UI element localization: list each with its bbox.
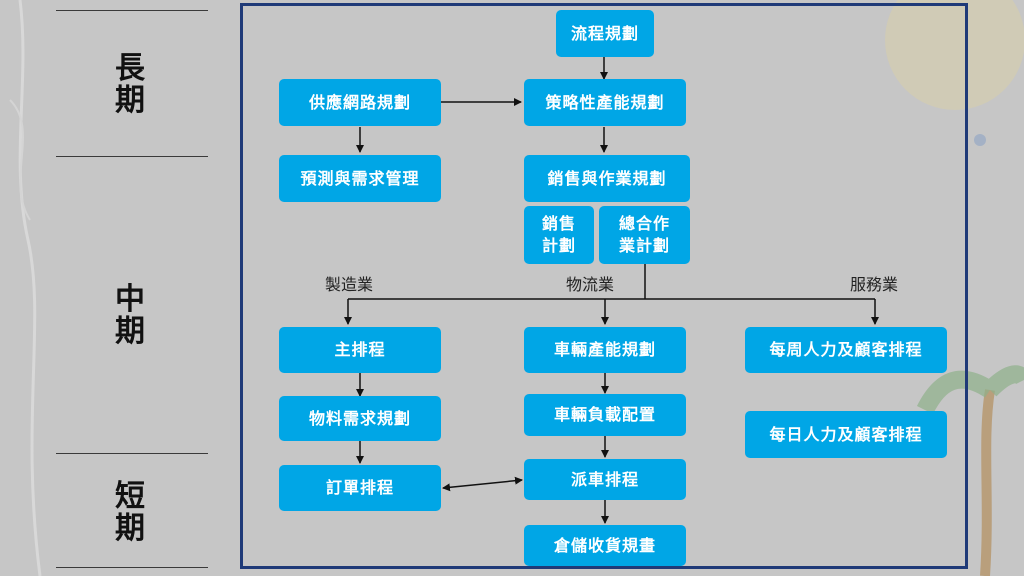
box-weekly-staff-customer-scheduling: 每周人力及顧客排程 — [745, 327, 947, 373]
palm-trunk-decoration — [980, 389, 995, 576]
box-forecast-demand-management: 預測與需求管理 — [279, 155, 441, 202]
box-sales-plan: 銷售 計劃 — [524, 206, 594, 264]
category-manufacturing: 製造業 — [325, 275, 374, 294]
box-sales-operations-planning: 銷售與作業規劃 — [524, 155, 690, 202]
box-daily-staff-customer-scheduling: 每日人力及顧客排程 — [745, 411, 947, 458]
box-vehicle-load-allocation: 車輛負載配置 — [524, 394, 686, 436]
box-master-schedule: 主排程 — [279, 327, 441, 373]
box-dispatch-scheduling: 派車排程 — [524, 459, 686, 500]
box-vehicle-capacity-planning: 車輛產能規劃 — [524, 327, 686, 373]
box-order-scheduling: 訂單排程 — [279, 465, 441, 511]
box-material-requirements-planning: 物料需求規劃 — [279, 396, 441, 441]
box-aggregate-plan: 總合作 業計劃 — [599, 206, 690, 264]
box-warehouse-receiving-planning: 倉儲收貨規畫 — [524, 525, 686, 566]
phase-short-term: 短 期 — [115, 479, 145, 546]
category-service: 服務業 — [850, 275, 899, 294]
phase-long-term: 長 期 — [115, 51, 145, 118]
phase-divider — [56, 453, 208, 454]
phase-divider — [56, 567, 208, 568]
box-strategic-capacity-planning: 策略性產能規劃 — [524, 79, 686, 126]
arrow-order-dispatch-bidirectional — [442, 476, 523, 492]
box-process-planning: 流程規劃 — [556, 10, 654, 57]
phase-divider — [56, 156, 208, 157]
diagram-frame — [240, 3, 968, 569]
box-supply-network-planning: 供應網路規劃 — [279, 79, 441, 126]
phase-mid-term: 中 期 — [115, 282, 145, 349]
phase-divider — [56, 10, 208, 11]
category-logistics: 物流業 — [566, 275, 615, 294]
sun-decoration — [885, 0, 1024, 110]
